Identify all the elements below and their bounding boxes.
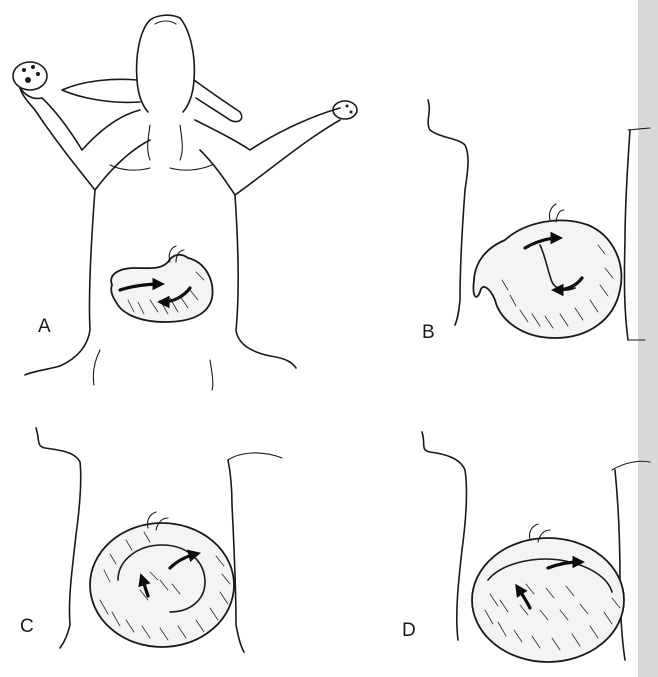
panel-label-c: C <box>20 616 34 637</box>
page-edge-shadow <box>638 0 658 677</box>
stomach-rotating <box>473 204 621 338</box>
dog-body-outline <box>13 15 357 390</box>
stomach-dilated-rotated-c <box>90 512 234 647</box>
stomach-full-volvulus-d <box>472 524 624 662</box>
panel-c: C <box>20 428 282 652</box>
panel-d: D <box>402 432 650 662</box>
panel-label-d: D <box>402 620 416 641</box>
stomach-normal-position <box>111 246 212 322</box>
panel-label-b: B <box>422 322 435 343</box>
panel-b: B <box>422 100 650 343</box>
panel-label-a: A <box>38 316 51 337</box>
panel-a: A <box>13 15 357 390</box>
